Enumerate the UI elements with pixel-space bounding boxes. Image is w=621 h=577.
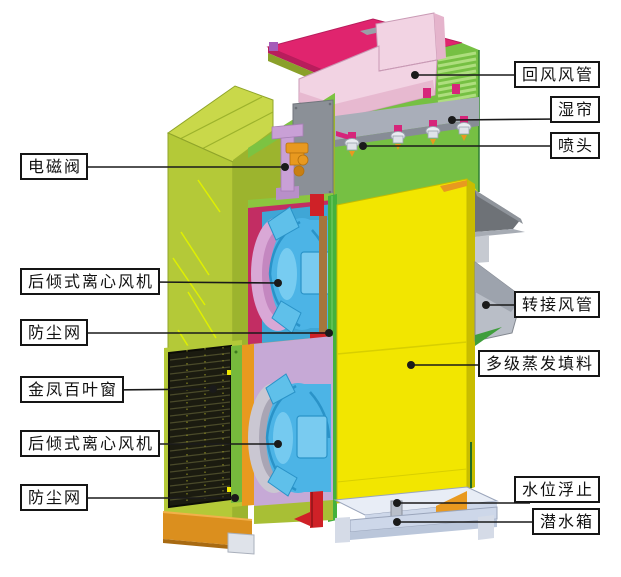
label-water-level-float: 水位浮止 xyxy=(513,476,600,503)
label-evaporative-media: 多级蒸发填料 xyxy=(477,350,600,377)
label-submerged-tank: 潜水箱 xyxy=(531,508,600,535)
label-solenoid-valve: 电磁阀 xyxy=(20,153,89,180)
leader-lines xyxy=(70,71,561,526)
label-return-air-duct: 回风风管 xyxy=(513,61,600,88)
label-centrifugal-fan-lower: 后倾式离心风机 xyxy=(20,430,161,457)
valve-body xyxy=(285,142,309,177)
label-centrifugal-fan-upper: 后倾式离心风机 xyxy=(20,268,161,295)
water-tank-base-3d xyxy=(333,486,499,543)
evaporative-media-3d xyxy=(336,178,475,504)
lower-section-3d xyxy=(164,336,333,528)
label-spray-nozzle: 喷头 xyxy=(549,132,600,159)
left-plinth-3d xyxy=(162,511,255,555)
label-louver-window: 金凤百叶窗 xyxy=(20,376,125,403)
label-transfer-duct: 转接风管 xyxy=(513,291,600,318)
label-wet-curtain: 湿帘 xyxy=(549,96,600,123)
transfer-duct-3d xyxy=(474,190,525,346)
dust-grille-3d xyxy=(168,344,232,509)
label-dust-screen-upper: 防尘网 xyxy=(20,319,89,346)
label-dust-screen-lower: 防尘网 xyxy=(20,484,89,511)
nozzle xyxy=(425,120,441,145)
lower-centrifugal-fan-3d xyxy=(265,373,331,497)
solenoid-valve-3d xyxy=(248,93,335,220)
nozzle xyxy=(336,131,360,157)
